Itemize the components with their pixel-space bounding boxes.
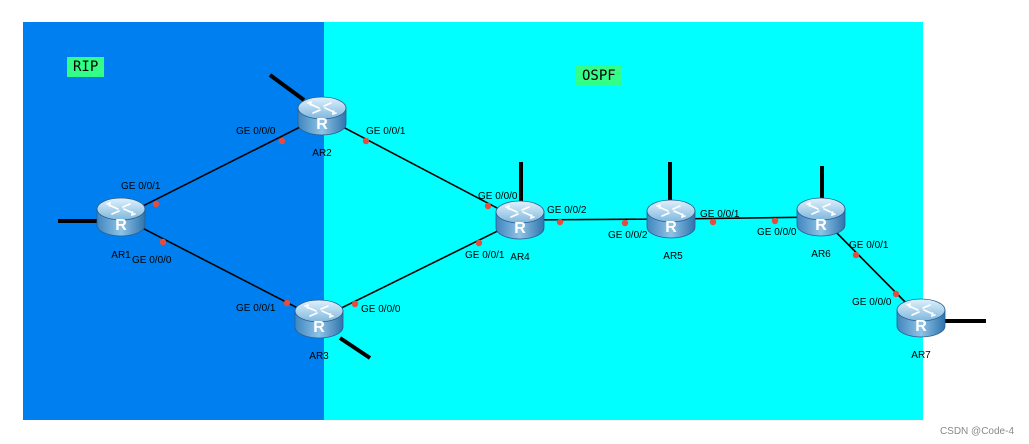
port-dot — [351, 300, 359, 308]
router-icon: R — [96, 197, 146, 237]
svg-text:R: R — [815, 217, 827, 234]
router-name-label: AR6 — [811, 249, 831, 260]
port-label: GE 0/0/1 — [700, 209, 740, 220]
port-label: GE 0/0/2 — [608, 230, 648, 241]
port-dot — [852, 251, 860, 259]
port-label: GE 0/0/0 — [757, 227, 797, 238]
port-dot — [362, 137, 370, 145]
link-ar2-ar4: GE 0/0/1 GE 0/0/0 — [321, 115, 521, 221]
port-dot — [709, 218, 717, 226]
link-line — [519, 218, 672, 221]
link-line — [120, 115, 323, 218]
port-label: GE 0/0/1 — [465, 250, 505, 261]
router-name-label: AR2 — [312, 148, 332, 159]
port-label: GE 0/0/1 — [849, 240, 889, 251]
port-dot — [484, 202, 492, 210]
svg-text:R: R — [915, 318, 927, 335]
router-ar4[interactable]: R AR4 — [495, 200, 545, 263]
ar2-stub-cable — [268, 73, 306, 102]
svg-text:R: R — [115, 217, 127, 234]
link-line — [670, 216, 822, 220]
port-label: GE 0/0/0 — [236, 126, 276, 137]
port-dot — [621, 219, 629, 227]
port-dot — [475, 239, 483, 247]
router-icon: R — [297, 96, 347, 136]
port-label: GE 0/0/1 — [366, 126, 406, 137]
router-icon: R — [495, 200, 545, 240]
link-ar5-ar6: GE 0/0/1 GE 0/0/0 — [670, 209, 822, 238]
ospf-label: OSPF — [576, 66, 622, 86]
rip-label: RIP — [67, 57, 105, 77]
watermark: CSDN @Code-4 — [940, 426, 1015, 437]
link-ar6-ar7: GE 0/0/1 GE 0/0/0 — [820, 216, 922, 319]
links: GE 0/0/1GE 0/0/0GE 0/0/0GE 0/0/1GE 0/0/1… — [120, 115, 922, 320]
router-icon: R — [796, 197, 846, 237]
ar3-stub-cable — [338, 336, 372, 360]
port-label: GE 0/0/0 — [478, 191, 518, 202]
port-dot — [892, 290, 900, 298]
link-ar1-ar2: GE 0/0/1 GE 0/0/0 — [120, 115, 323, 218]
router-icon: R — [294, 299, 344, 339]
router-name-label: AR4 — [510, 252, 530, 263]
port-dot — [771, 217, 779, 225]
router-ar2[interactable]: R AR2 — [297, 96, 347, 159]
link-line — [321, 115, 521, 221]
link-line — [820, 216, 922, 319]
stub-cables — [58, 73, 986, 360]
port-label: GE 0/0/0 — [361, 304, 401, 315]
port-dot — [278, 137, 286, 145]
port-label: GE 0/0/1 — [121, 181, 161, 192]
svg-text:R: R — [514, 220, 526, 237]
svg-text:R: R — [316, 116, 328, 133]
port-label: GE 0/0/0 — [852, 297, 892, 308]
link-ar3-ar4: GE 0/0/0 GE 0/0/1 — [318, 219, 521, 320]
port-label: GE 0/0/2 — [547, 205, 587, 216]
port-dot — [283, 299, 291, 307]
link-ar1-ar3: GE 0/0/0 GE 0/0/1 — [120, 216, 320, 320]
port-dot — [556, 218, 564, 226]
router-ar1[interactable]: R AR1 — [96, 197, 146, 261]
router-name-label: AR3 — [309, 351, 329, 362]
svg-text:R: R — [665, 219, 677, 236]
svg-text:R: R — [313, 319, 325, 336]
router-icon: R — [646, 199, 696, 239]
router-icon: R — [896, 298, 946, 338]
link-ar4-ar5: GE 0/0/2 GE 0/0/2 — [519, 205, 672, 241]
router-ar6[interactable]: R AR6 — [796, 197, 846, 260]
port-dot — [152, 200, 160, 208]
router-ar5[interactable]: R AR5 — [646, 199, 696, 262]
router-name-label: AR5 — [663, 251, 683, 262]
port-dot — [159, 238, 167, 246]
port-label: GE 0/0/1 — [236, 303, 276, 314]
router-name-label: AR1 — [111, 250, 131, 261]
port-label: GE 0/0/0 — [132, 255, 172, 266]
router-name-label: AR7 — [911, 350, 931, 361]
router-ar7[interactable]: R AR7 — [896, 298, 946, 361]
router-ar3[interactable]: R AR3 — [294, 299, 344, 362]
